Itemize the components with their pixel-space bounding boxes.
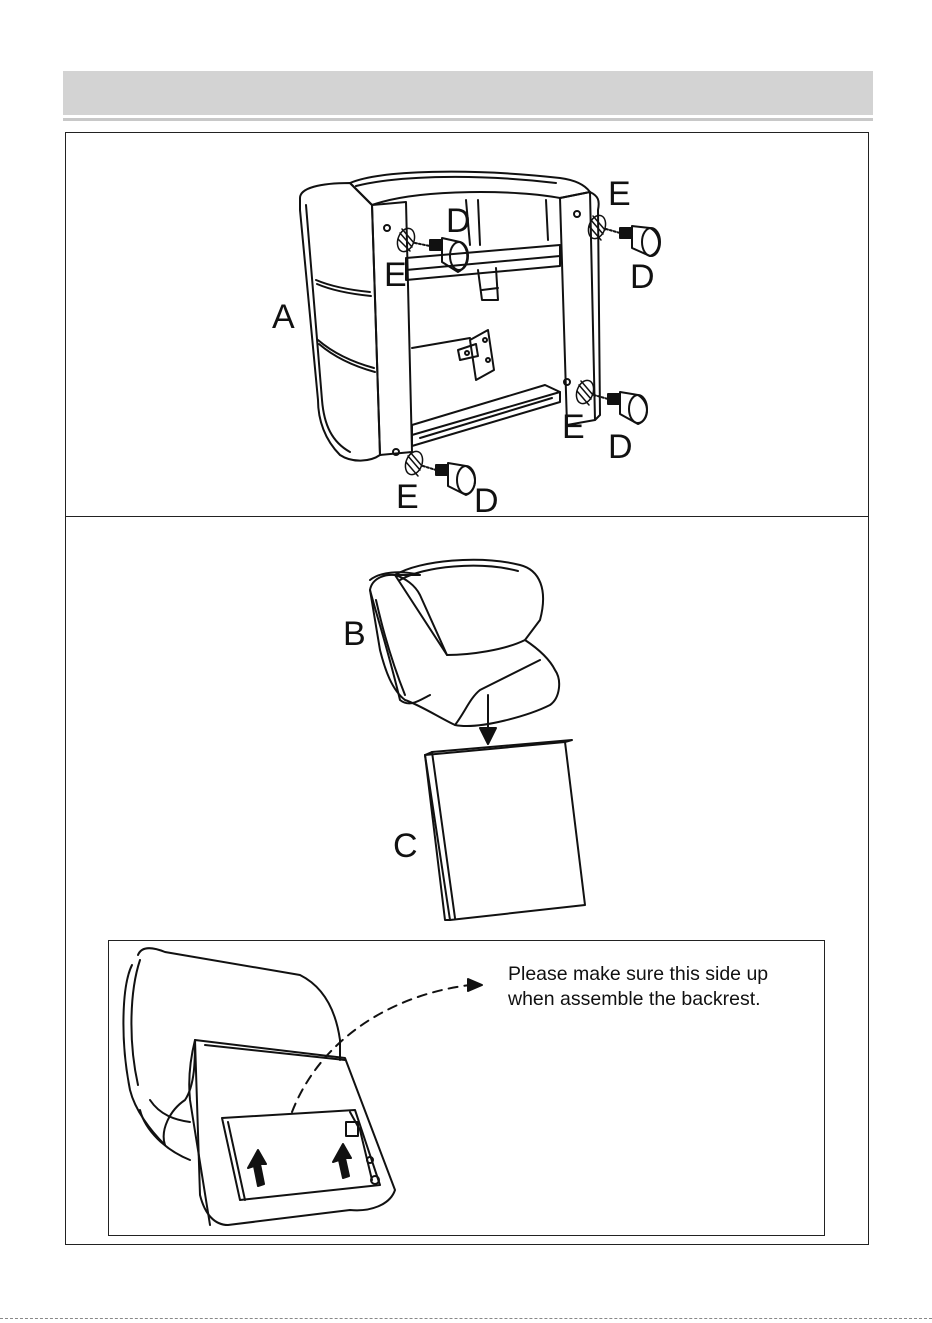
label-e-4: E xyxy=(396,478,419,516)
up-arrows xyxy=(248,1144,351,1186)
label-d-4: D xyxy=(474,482,499,520)
label-d-1: D xyxy=(446,202,471,240)
backrest-frame-drawing xyxy=(425,740,585,920)
page-bottom-rule xyxy=(0,1318,932,1319)
orientation-note: Please make sure this side up when assem… xyxy=(508,962,838,1012)
backrest-cover-drawing xyxy=(370,560,559,726)
orientation-note-line-2: when assemble the backrest. xyxy=(508,987,838,1012)
insert-arrow xyxy=(480,695,496,744)
orientation-note-line-1: Please make sure this side up xyxy=(508,962,838,987)
label-e-1: E xyxy=(608,175,631,213)
label-a: A xyxy=(272,298,295,336)
label-d-3: D xyxy=(608,428,633,466)
label-c: C xyxy=(393,827,418,865)
label-e-3: E xyxy=(562,408,585,446)
label-d-2: D xyxy=(630,258,655,296)
label-b: B xyxy=(343,615,366,653)
callout-arrow xyxy=(292,979,482,1112)
label-e-2: E xyxy=(384,256,407,294)
